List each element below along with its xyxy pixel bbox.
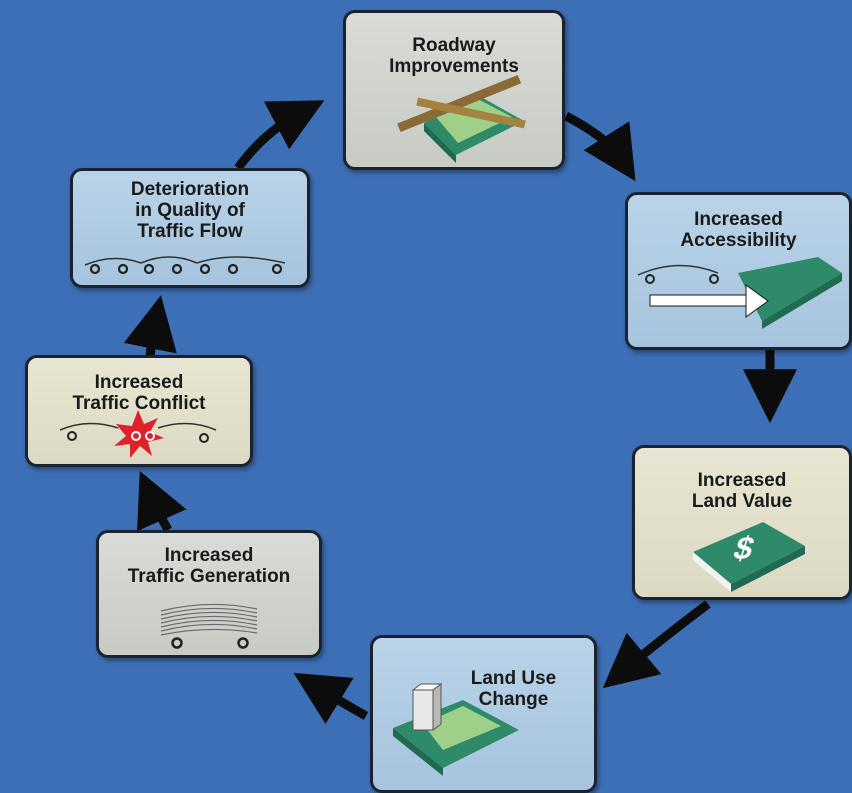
step-land-use-change: Land Use Change <box>370 635 597 793</box>
step-increased-traffic-conflict: Increased Traffic Conflict <box>25 355 253 467</box>
road-construction-icon <box>397 74 526 163</box>
step-roadway-improvements: Roadway Improvements <box>343 10 565 170</box>
arrow-landvalue-to-landuse <box>602 600 711 689</box>
step-title: Roadway Improvements <box>389 35 519 77</box>
arrow-roadway-to-accessibility <box>563 112 636 182</box>
arrow-conflict-to-deterioration <box>123 295 177 357</box>
step-title: Deterioration in Quality of Traffic Flow <box>130 179 250 242</box>
step-title: Increased Accessibility <box>680 209 797 251</box>
accessibility-icon <box>637 257 842 329</box>
arrow-generation-to-conflict <box>137 470 187 533</box>
step-deterioration-traffic-flow: Deterioration in Quality of Traffic Flow <box>70 168 310 288</box>
traffic-volume-icon <box>160 603 258 649</box>
step-increased-accessibility: Increased Accessibility <box>625 192 852 350</box>
step-increased-land-value: Increased Land Value $ <box>632 445 852 600</box>
step-title: Land Use Change <box>470 668 557 710</box>
step-title: Increased Traffic Generation <box>127 545 291 587</box>
land-value-icon <box>693 522 805 592</box>
arrow-landuse-to-generation <box>293 672 369 725</box>
step-title: Increased Land Value <box>691 470 793 512</box>
step-increased-traffic-generation: Increased Traffic Generation <box>96 530 322 658</box>
building-on-land-icon <box>393 683 519 776</box>
traffic-queue-icon <box>84 256 286 275</box>
arrow-deterioration-to-roadway <box>234 100 325 171</box>
collision-icon <box>59 410 217 458</box>
step-title: Increased Traffic Conflict <box>72 372 206 414</box>
